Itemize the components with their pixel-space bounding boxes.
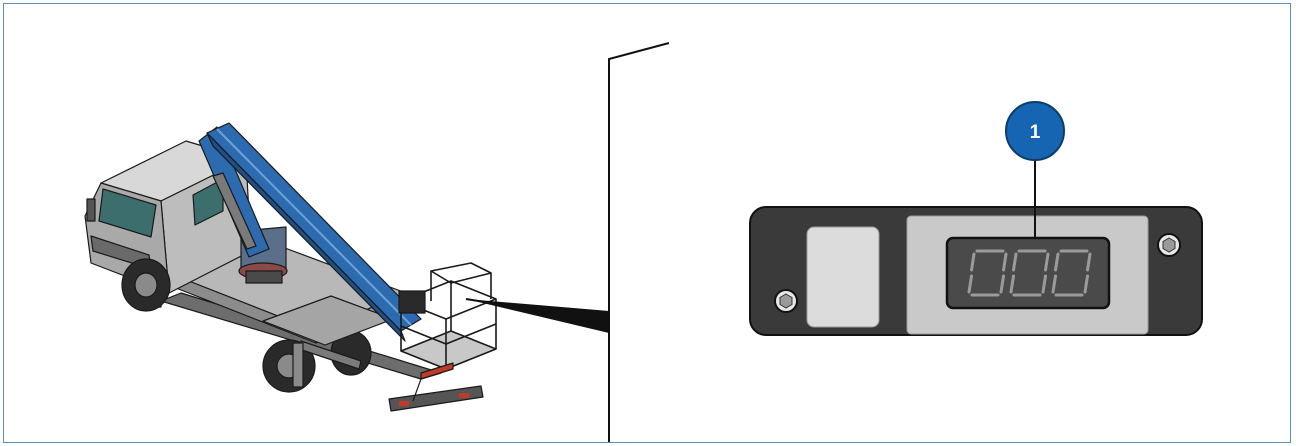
- truck-basket-control-box: [398, 290, 426, 314]
- hex-screw-icon: [1157, 233, 1181, 257]
- truck-turret-base: [245, 270, 283, 284]
- truck-lower-boom-hydraulic: [212, 172, 257, 250]
- display-digit: [1051, 249, 1092, 297]
- truck-rear-light-left: [399, 401, 409, 406]
- diagram-frame: 1: [3, 3, 1291, 443]
- display-panel: [749, 206, 1203, 336]
- truck-front-wheel-hub: [134, 272, 158, 298]
- zoom-callout-leader: [465, 298, 610, 323]
- callout-badge: [1005, 101, 1065, 161]
- hex-screw-icon: [774, 289, 798, 313]
- truck-bumper-strut: [412, 378, 422, 402]
- truck-side-window: [192, 178, 224, 226]
- diagram-canvas: 1: [84, 42, 1203, 442]
- truck-basket-stripe: [420, 362, 454, 380]
- truck-windshield: [98, 188, 157, 238]
- truck-upper-boom-shade: [206, 132, 406, 342]
- truck-outrigger-foot-rear: [292, 342, 304, 388]
- display-digit: [967, 249, 1008, 297]
- truck-basket: [400, 262, 497, 370]
- truck-mirror: [86, 198, 96, 222]
- panel-blank-button: [806, 226, 880, 328]
- display-digits: [967, 249, 1092, 297]
- zoom-callout-wedge: [466, 299, 609, 333]
- truck-illustration: [84, 122, 497, 412]
- truck-boom-highlight: [216, 128, 412, 326]
- truck-rear-bumper: [388, 385, 484, 412]
- truck-rear-light-right: [459, 393, 469, 398]
- callout-number: 1: [1030, 122, 1041, 143]
- detail-divider-line: [608, 42, 670, 442]
- display-digit: [1009, 249, 1050, 297]
- display-window: [945, 236, 1111, 310]
